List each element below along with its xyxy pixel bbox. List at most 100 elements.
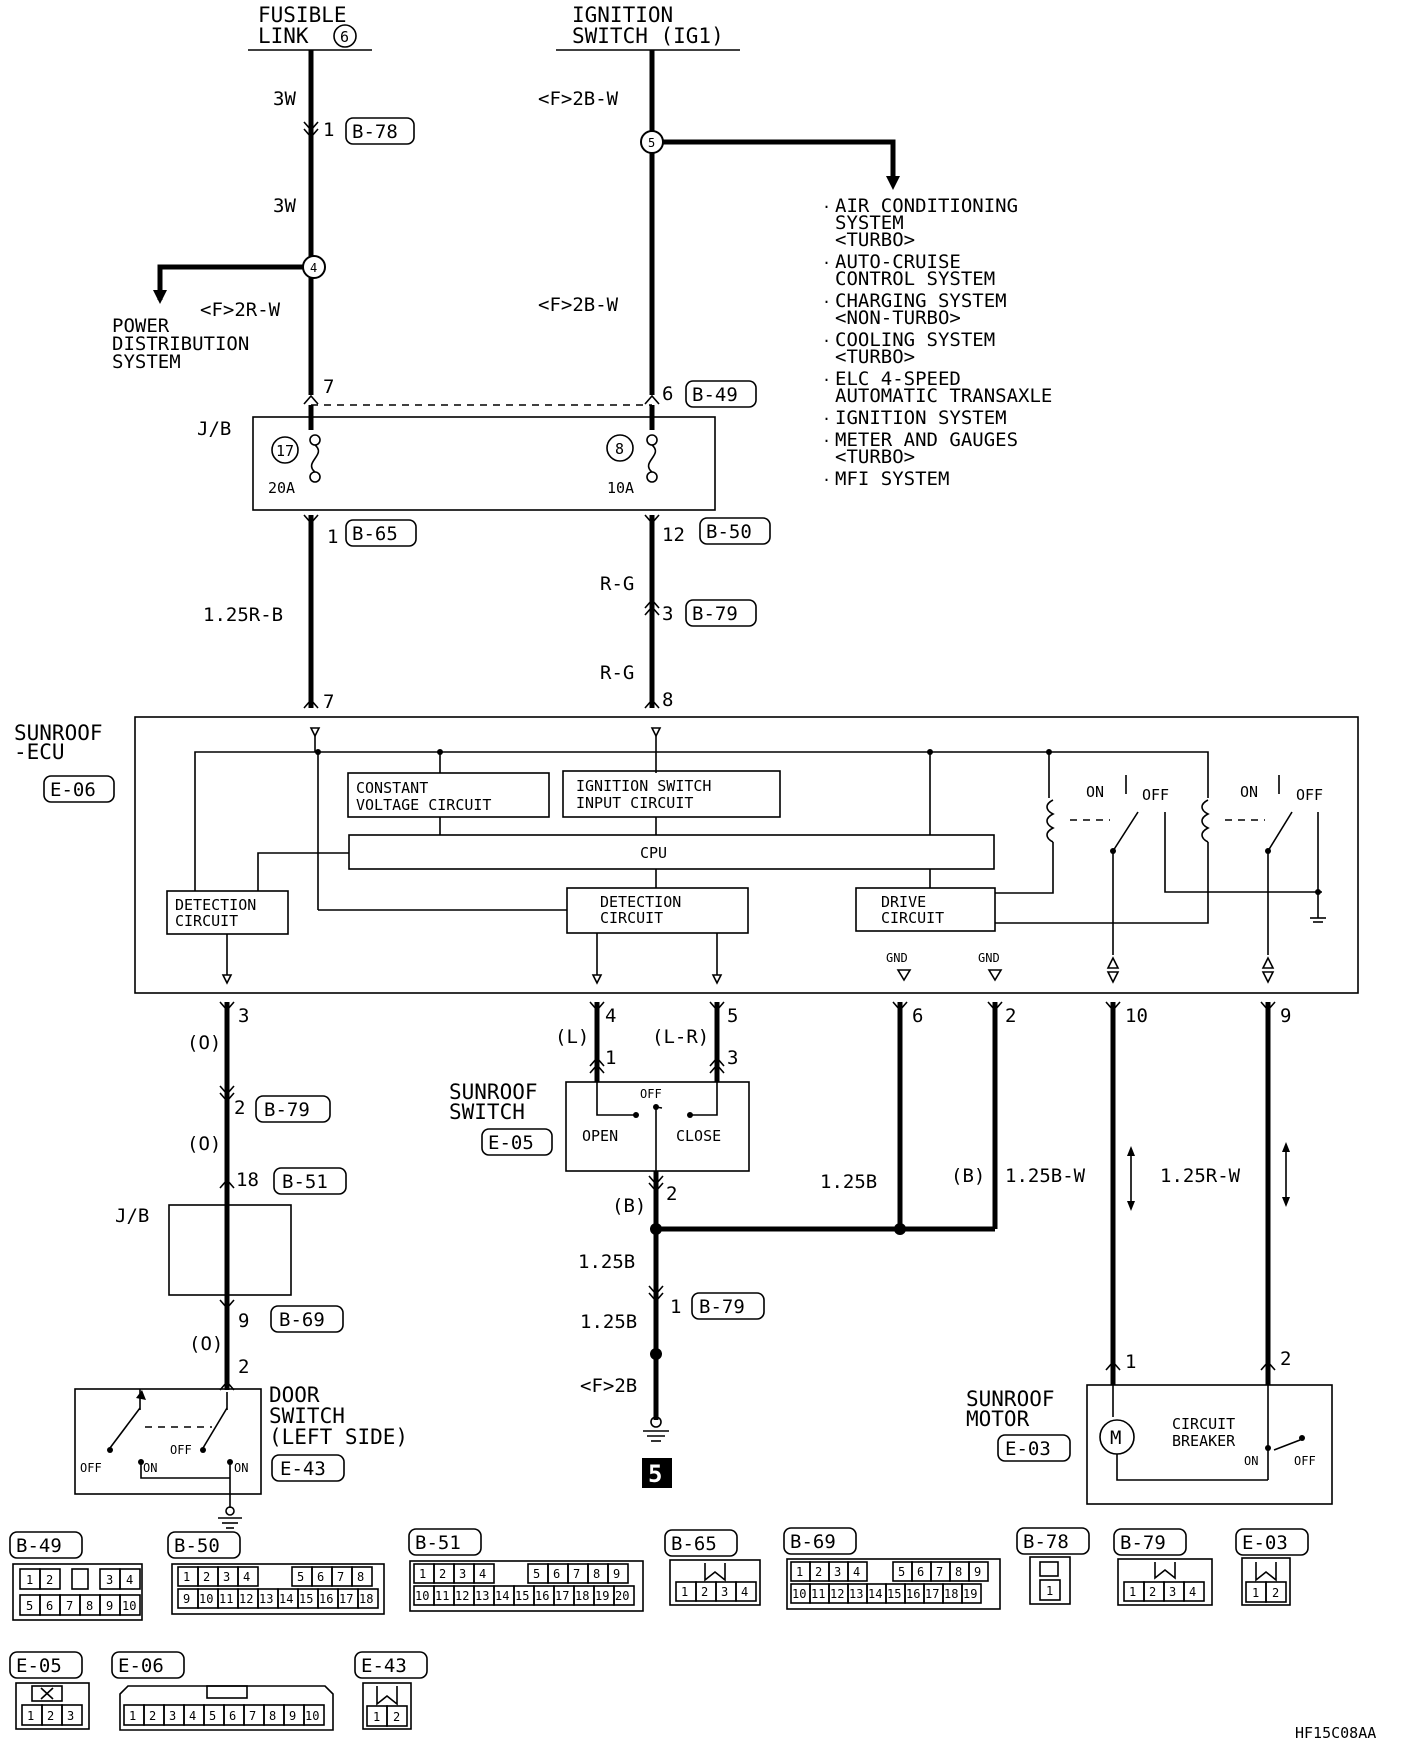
svg-text:B-79: B-79 [1120,1532,1166,1554]
svg-text:MFI SYSTEM: MFI SYSTEM [835,468,949,490]
svg-text:12: 12 [662,524,685,546]
svg-text:1: 1 [605,1047,616,1069]
connector-pin [357,1588,379,1609]
connector-pin-number: 20 [615,1589,629,1603]
connector-pin [303,1704,325,1726]
svg-text:E-05: E-05 [16,1655,62,1677]
connector-pin-number: 18 [575,1589,589,1603]
svg-text:E-03: E-03 [1005,1438,1051,1460]
svg-text:B-79: B-79 [699,1296,745,1318]
svg-text:1: 1 [373,1710,380,1724]
connector-pin-number: 11 [435,1589,449,1603]
svg-text:·: · [822,198,831,216]
svg-text:DETECTION: DETECTION [175,896,256,914]
svg-text:E-06: E-06 [118,1655,164,1677]
svg-text:1.25B: 1.25B [580,1311,637,1333]
connector-pin-number: 6 [229,1709,236,1723]
ground-path: 1.25B 1 B-79 1.25B <F>2B 5 [578,1223,995,1488]
svg-text:ON: ON [143,1461,157,1475]
svg-text:9: 9 [1280,1005,1291,1027]
svg-text:E-06: E-06 [50,779,96,801]
connector-pin-number: 8 [269,1709,276,1723]
connector-pin-number: 14 [495,1589,509,1603]
svg-text:ON: ON [1240,783,1258,801]
svg-text:B-49: B-49 [692,384,738,406]
svg-text:1: 1 [1252,1586,1259,1600]
svg-text:R-G: R-G [600,662,634,684]
connector-pin-number: 15 [299,1592,313,1606]
svg-text:E-43: E-43 [280,1458,326,1480]
lower-left-circuit: 3 (O) 2 B-79 (O) 18 B-51 J/B 9 B-69 (O) … [115,1001,347,1391]
svg-text:8: 8 [615,440,624,458]
svg-text:B-65: B-65 [352,523,398,545]
svg-text:5: 5 [727,1005,738,1027]
svg-text:6: 6 [662,383,673,405]
connector-pin-number: 11 [219,1592,233,1606]
connector-pin-number: 2 [47,1709,54,1723]
svg-text:(B): (B) [951,1165,985,1187]
wire-label-2bw: <F>2B-W [538,88,619,110]
svg-text:ELC 4-SPEED: ELC 4-SPEED [835,368,961,390]
connector-pin-number: 3 [721,1585,728,1599]
connector-pin-number: 17 [555,1589,569,1603]
connector-pin-number: 3 [169,1709,176,1723]
svg-text:B-51: B-51 [282,1171,328,1193]
connector-pin-number: 13 [849,1587,863,1601]
svg-text:(O): (O) [189,1333,223,1355]
connector-pin-number: 13 [259,1592,273,1606]
connector-pin-number: 9 [974,1565,981,1579]
svg-text:SYSTEM: SYSTEM [112,351,181,373]
svg-text:5: 5 [26,1599,33,1613]
svg-text:2: 2 [393,1710,400,1724]
svg-text:-ECU: -ECU [14,740,65,764]
connector-pin-number: 10 [792,1587,806,1601]
svg-text:CLOSE: CLOSE [676,1127,721,1145]
svg-text:SWITCH: SWITCH [449,1100,525,1124]
svg-text:<TURBO>: <TURBO> [835,446,915,468]
svg-text:DETECTION: DETECTION [600,893,681,911]
svg-text:2: 2 [46,1573,53,1587]
connector-pin-number: 3 [67,1709,74,1723]
connector-pin-number: 10 [305,1709,319,1723]
diagram-code: HF15C08AA [1295,1724,1376,1742]
svg-text:OPEN: OPEN [582,1127,618,1145]
svg-text:4: 4 [126,1573,133,1587]
svg-text:5: 5 [648,1460,662,1488]
svg-text:SWITCH (IG1): SWITCH (IG1) [572,24,724,48]
fusible-link-label: FUSIBLE LINK 6 [248,3,372,51]
door-switch: OFF ON OFF ON DOOR SWITCH (LEFT SIDE) E-… [74,1383,408,1529]
junction-block-top: 7 6 B-49 J/B 17 20A 8 10A 1 B-65 12 B-50 [197,376,771,548]
connector-pin-number: 3 [459,1567,466,1581]
svg-text:SUNROOF: SUNROOF [966,1387,1055,1411]
wire-label-2rw: <F>2R-W [200,299,281,321]
connector-pin-number: 10 [415,1589,429,1603]
connector-pin-number: 2 [439,1567,446,1581]
connector-pin [237,1566,259,1587]
svg-text:(O): (O) [187,1032,221,1054]
connector-pin-number: 2 [149,1709,156,1723]
connector-pin-number: 5 [533,1567,540,1581]
connector-pin-number: 1 [183,1570,190,1584]
connector-pin-number: 1 [796,1565,803,1579]
svg-text:·: · [822,471,831,489]
connector-pin-number: 7 [573,1567,580,1581]
svg-text:2: 2 [238,1356,249,1378]
power-distribution-label: POWER DISTRIBUTION SYSTEM [112,315,249,373]
svg-text:BREAKER: BREAKER [1172,1432,1236,1450]
connector-pin-number: 12 [239,1592,253,1606]
connector-pin-number: 1 [1129,1585,1136,1599]
ignition-switch-label: IGNITION SWITCH (IG1) [556,3,740,51]
svg-text:3: 3 [662,603,673,625]
svg-text:3: 3 [727,1047,738,1069]
svg-text:OFF: OFF [80,1461,102,1475]
svg-text:6: 6 [46,1599,53,1613]
connector-pin-number: 16 [906,1587,920,1601]
svg-text:E-43: E-43 [361,1655,407,1677]
svg-text:4: 4 [605,1005,616,1027]
svg-text:SYSTEM: SYSTEM [835,212,904,234]
